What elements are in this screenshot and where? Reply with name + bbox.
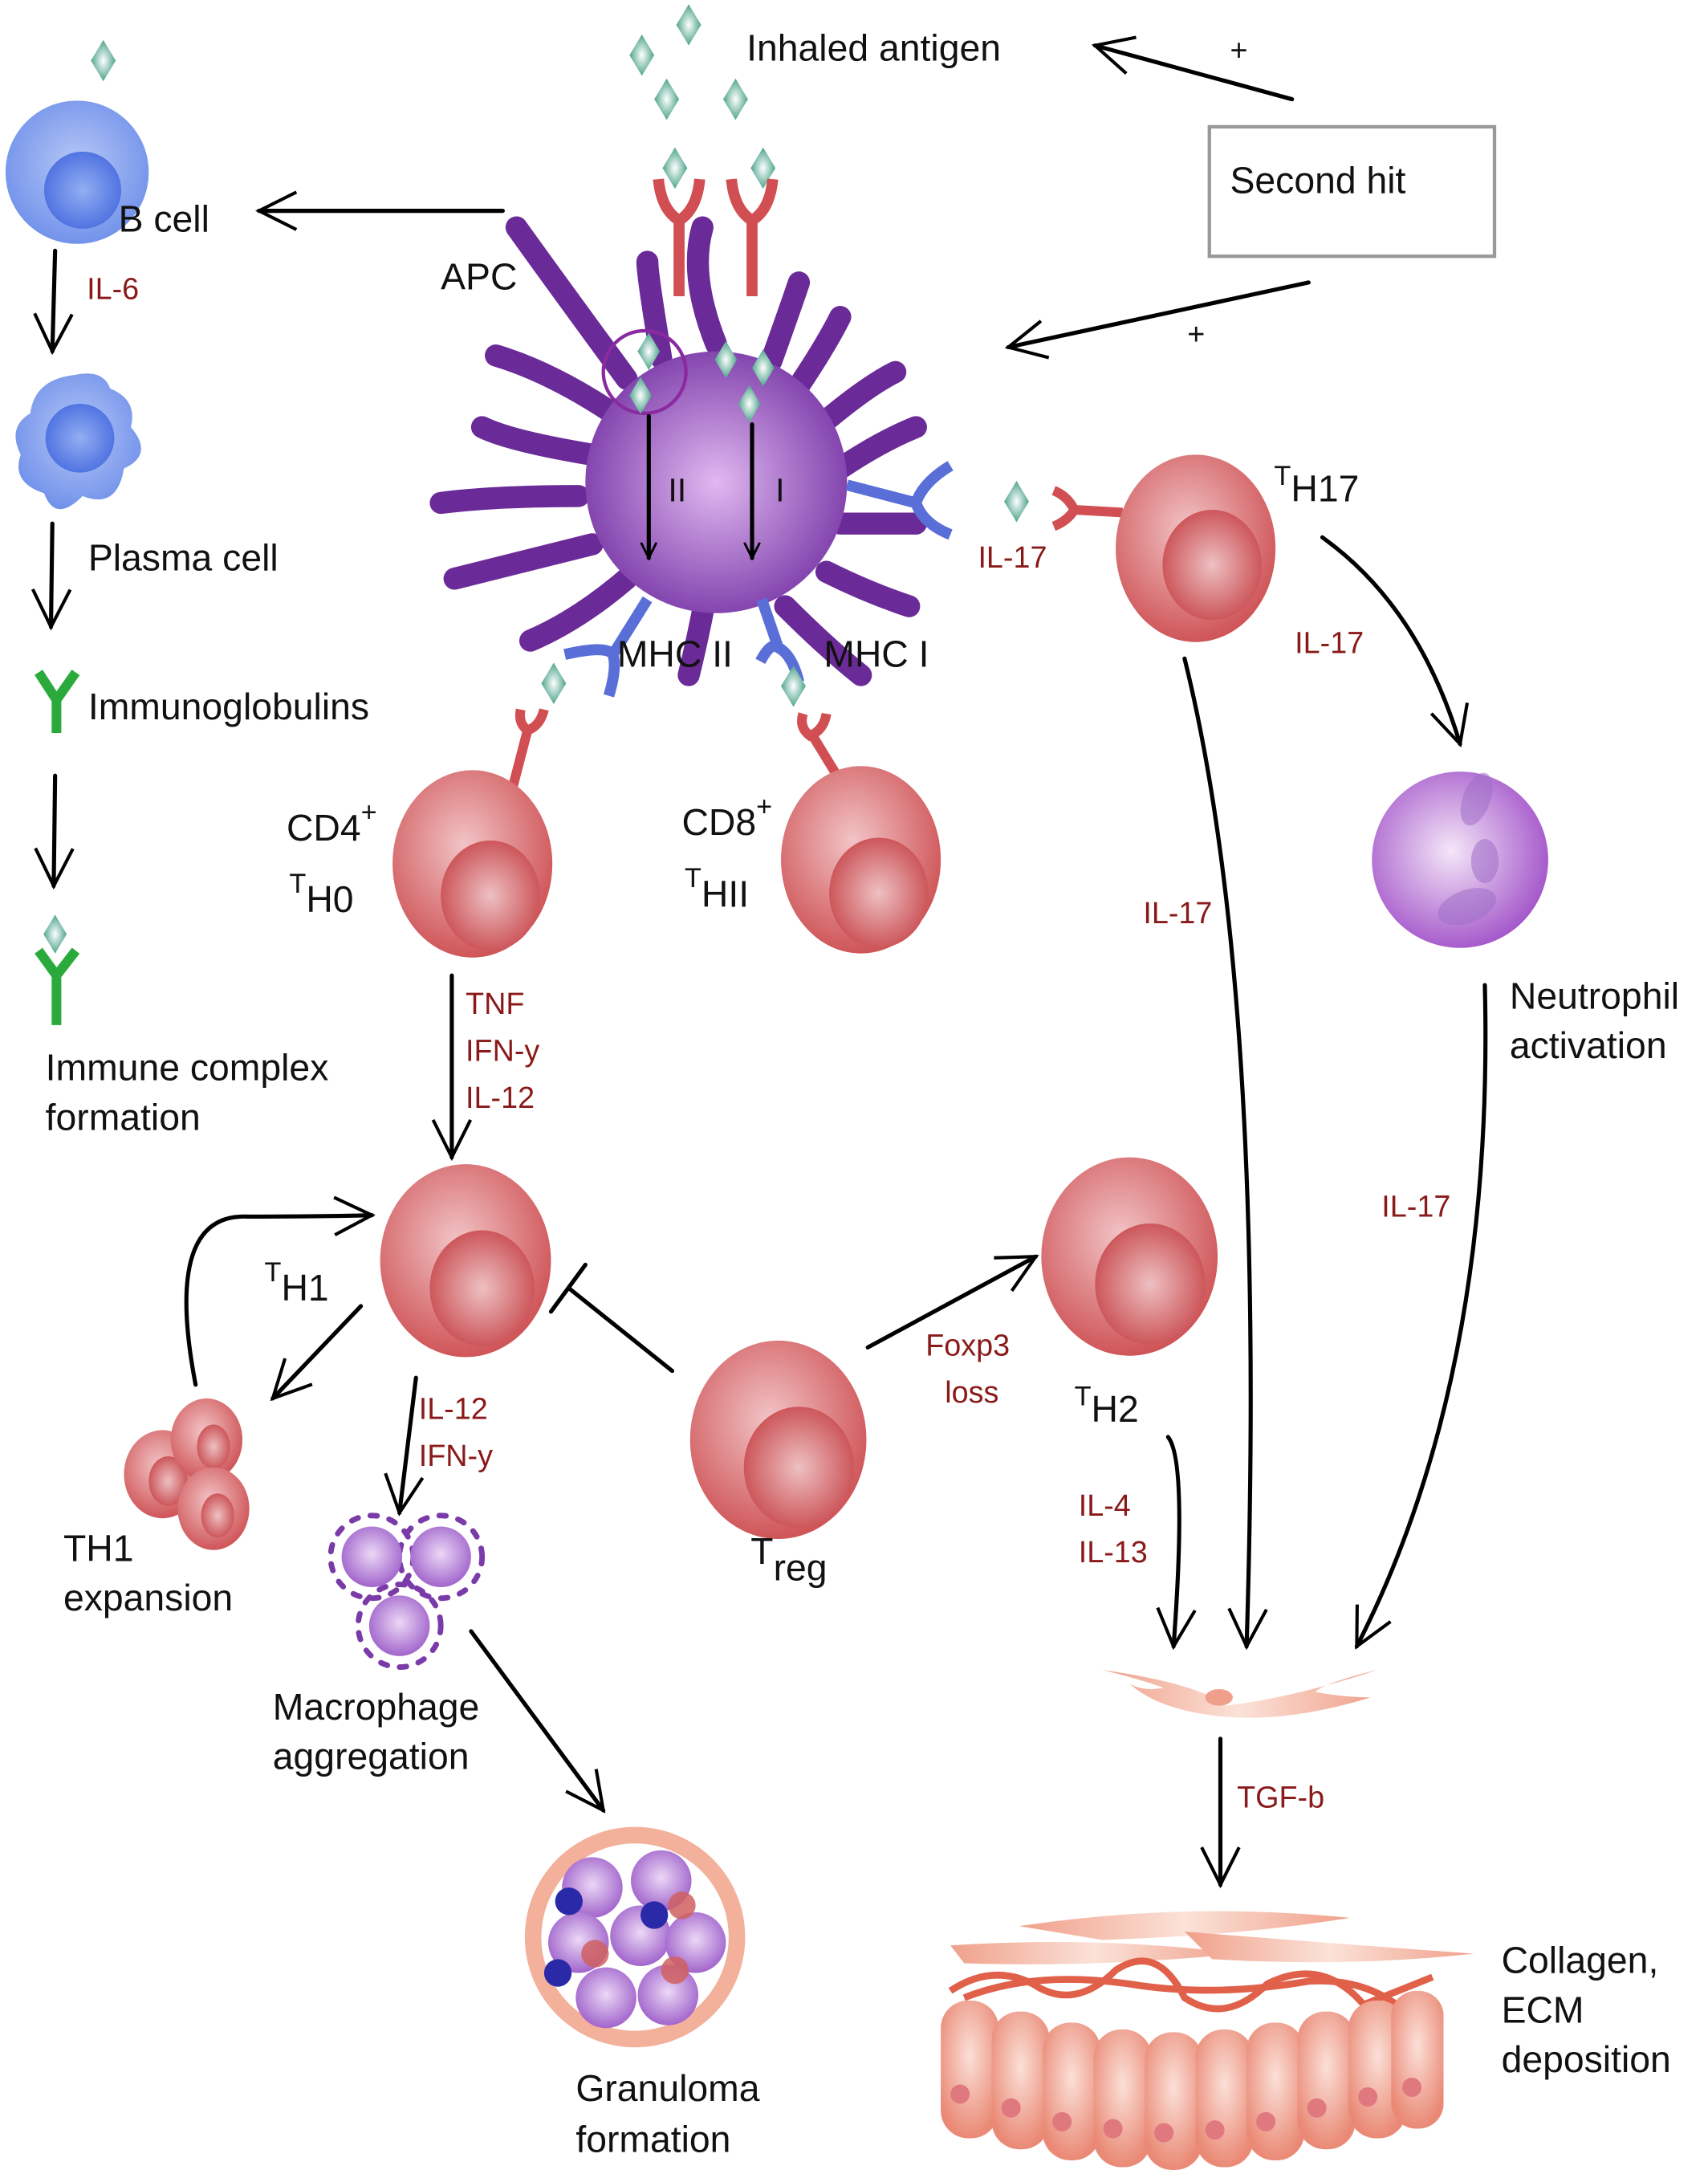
th1-expansion-cells xyxy=(124,1398,250,1550)
cd4-label: CD4+ xyxy=(287,797,377,849)
fibroblast-cell xyxy=(1101,1669,1378,1718)
granuloma: Granuloma formation xyxy=(524,1826,760,2160)
cd8-label: CD8+ xyxy=(681,792,772,843)
b-cell-label: B cell xyxy=(119,197,209,239)
cytokine-il12-th1: IL-12 xyxy=(419,1392,488,1426)
arrow-bcell-to-plasma xyxy=(33,248,74,356)
plus-sign-top: + xyxy=(1230,34,1248,67)
arrow-expansion-to-th1 xyxy=(184,1195,376,1387)
antigen-icon xyxy=(629,34,655,76)
arrow-th17-to-fibroblast xyxy=(1182,656,1268,1651)
immunoglobulins-label: Immunoglobulins xyxy=(88,686,369,727)
il6-label: IL-6 xyxy=(87,271,139,305)
th2-cell: TH2 xyxy=(1041,1157,1218,1431)
th1-expansion-line2: expansion xyxy=(63,1577,233,1618)
foxp3-label: Foxp3 xyxy=(925,1329,1010,1362)
inhibit-treg-to-th1 xyxy=(567,1286,675,1374)
macrophage-aggregation: Macrophage aggregation xyxy=(273,1512,486,1777)
neutrophil-activation-line1: Neutrophil xyxy=(1510,975,1679,1016)
arrow-secondhit-to-antigen xyxy=(1091,35,1295,102)
cytokine-il12: IL-12 xyxy=(466,1081,535,1114)
arrow-macrophage-to-granuloma xyxy=(469,1629,606,1814)
th0-label: TH0 xyxy=(289,869,353,920)
cytokine-il13: IL-13 xyxy=(1079,1535,1148,1569)
cd4-th0-cell: CD4+ TH0 xyxy=(287,662,567,958)
il17-th17-neutrophil-label: IL-17 xyxy=(1295,625,1364,659)
arrow-treg-to-th2 xyxy=(865,1254,1039,1350)
il17-apc-label: IL-17 xyxy=(978,540,1047,574)
il17-neutrophil-label: IL-17 xyxy=(1381,1189,1450,1223)
neutrophil-cell: Neutrophil activation xyxy=(1372,772,1679,1066)
pathway-ii-label: II xyxy=(668,472,686,509)
arrow-th1-to-expansion xyxy=(270,1304,364,1402)
cytokine-ifn-y-th1: IFN-y xyxy=(419,1439,493,1472)
inhaled-antigen-label: Inhaled antigen xyxy=(746,27,1001,69)
plasma-cell-label: Plasma cell xyxy=(88,537,279,579)
arrow-ig-to-complex xyxy=(34,773,75,890)
mhc-i-label: MHC I xyxy=(824,633,929,675)
th1-cell: TH1 xyxy=(264,1164,551,1358)
surface-receptor-icon xyxy=(653,178,779,297)
arrow-th2-to-fibroblast xyxy=(1156,1435,1197,1651)
macrophage-label-line2: aggregation xyxy=(273,1736,470,1777)
cytokine-il4: IL-4 xyxy=(1079,1488,1131,1522)
mhc-ii-label: MHC II xyxy=(617,633,733,675)
cytokine-tnf: TNF xyxy=(466,987,524,1020)
apc-cell: II I APC MHC II MHC I IL-17 xyxy=(429,178,1047,698)
granuloma-label-line2: formation xyxy=(575,2119,730,2160)
plus-sign-bottom: + xyxy=(1187,317,1205,351)
arrow-th17-to-neutrophil xyxy=(1320,535,1470,748)
apc-label: APC xyxy=(441,255,517,297)
antigen-icon xyxy=(722,78,748,120)
loss-label: loss xyxy=(945,1375,998,1409)
antigen-icon xyxy=(654,78,680,120)
immune-complex-icon xyxy=(35,947,80,1025)
th17-label: TH17 xyxy=(1274,461,1359,510)
il17-receptor-icon xyxy=(845,461,954,540)
collagen-ecm: Collagen, ECM deposition xyxy=(941,1911,1671,2170)
th1-label: TH1 xyxy=(264,1257,328,1309)
cd8-thii-cell: CD8+ THII xyxy=(681,665,941,954)
th17-cell: TH17 xyxy=(1051,454,1359,642)
mhc-ii-icon xyxy=(563,596,653,698)
arrow-th1-to-macrophage xyxy=(384,1375,425,1517)
cytokine-ifn-y: IFN-y xyxy=(466,1033,539,1067)
collagen-label-line3: deposition xyxy=(1502,2038,1671,2080)
antigen-icon xyxy=(1004,480,1029,523)
arrow-plasma-to-ig xyxy=(31,521,72,631)
tgfb-label: TGF-b xyxy=(1237,1781,1324,1814)
th2-label: TH2 xyxy=(1075,1382,1139,1431)
immune-complex-label-line2: formation xyxy=(46,1096,201,1138)
thii-label: THII xyxy=(685,863,749,914)
arrow-neutrophil-to-fibroblast xyxy=(1354,983,1488,1650)
collagen-label-line2: ECM xyxy=(1502,1989,1584,2030)
treg-cell: Treg xyxy=(689,1340,867,1589)
immune-complex-label-line1: Immune complex xyxy=(46,1046,329,1088)
second-hit-label: Second hit xyxy=(1230,159,1406,201)
endosome-circle xyxy=(601,328,688,416)
macrophage-label-line1: Macrophage xyxy=(273,1686,480,1728)
second-hit-box xyxy=(1207,124,1497,259)
pathway-i-label: I xyxy=(775,472,784,509)
neutrophil-activation-line2: activation xyxy=(1510,1024,1667,1066)
immunoglobulin-icon xyxy=(35,670,80,734)
antigen-icon xyxy=(662,147,688,189)
antigen-icon xyxy=(781,665,806,707)
antigen-icon xyxy=(541,662,567,704)
b-cell-lineage: B cell IL-6 Plasma cell Immunoglobulins … xyxy=(5,100,505,1138)
antigen-icon xyxy=(43,914,67,954)
granuloma-label-line1: Granuloma xyxy=(575,2067,759,2109)
th1-expansion-line1: TH1 xyxy=(63,1527,134,1569)
arrow-secondhit-to-apc xyxy=(1004,280,1311,360)
il17-th17-fibroblast-label: IL-17 xyxy=(1143,896,1212,930)
inhaled-antigen-group: Inhaled antigen xyxy=(91,4,1001,189)
inhibit-bar xyxy=(548,1262,588,1314)
treg-label: Treg xyxy=(750,1530,827,1589)
antigen-icon xyxy=(91,39,116,82)
collagen-label-line1: Collagen, xyxy=(1502,1940,1659,1981)
antigen-icon xyxy=(676,4,702,46)
